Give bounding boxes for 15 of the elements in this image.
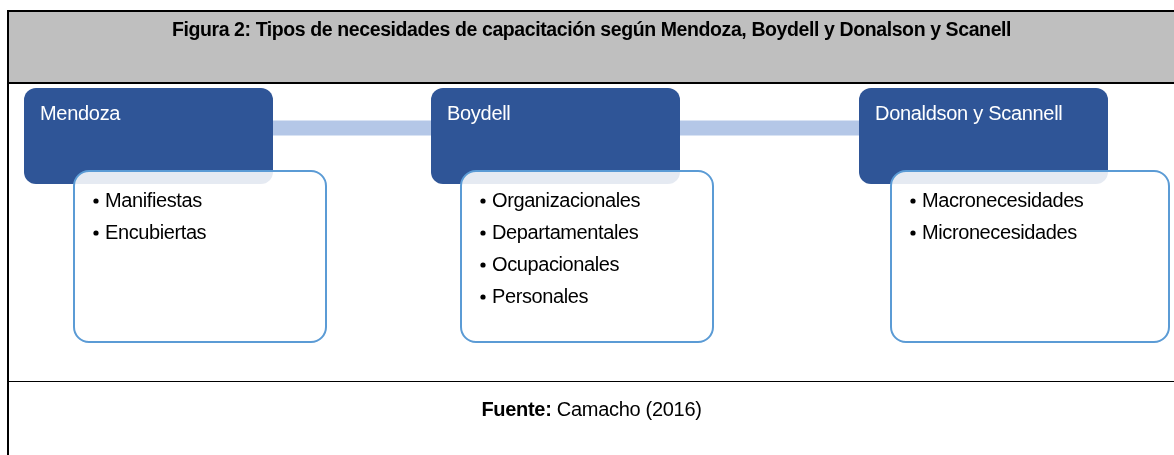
list-box	[73, 170, 327, 343]
list-box	[460, 170, 714, 343]
bullet-item: Ocupacionales	[492, 253, 620, 275]
source-note: Fuente: Camacho (2016)	[480, 398, 703, 421]
bullet-item: Encubiertas	[105, 221, 207, 243]
bullet-item: Departamentales	[492, 221, 639, 243]
connector-bar	[680, 120, 859, 136]
list-box	[890, 170, 1170, 343]
bullet-item: Manifiestas	[105, 189, 202, 211]
connector-bar	[273, 120, 431, 136]
bullet-item: Macronecesidades	[922, 189, 1084, 211]
bullet-item: Organizacionales	[492, 189, 641, 211]
figure-title: Figura 2: Tipos de necesidades de capacitación según Mendoza, Boydell y Donalson y Scanell	[170, 18, 1013, 41]
bullet-item: Micronecesidades	[922, 221, 1077, 243]
bullet-item: Personales	[492, 285, 589, 307]
